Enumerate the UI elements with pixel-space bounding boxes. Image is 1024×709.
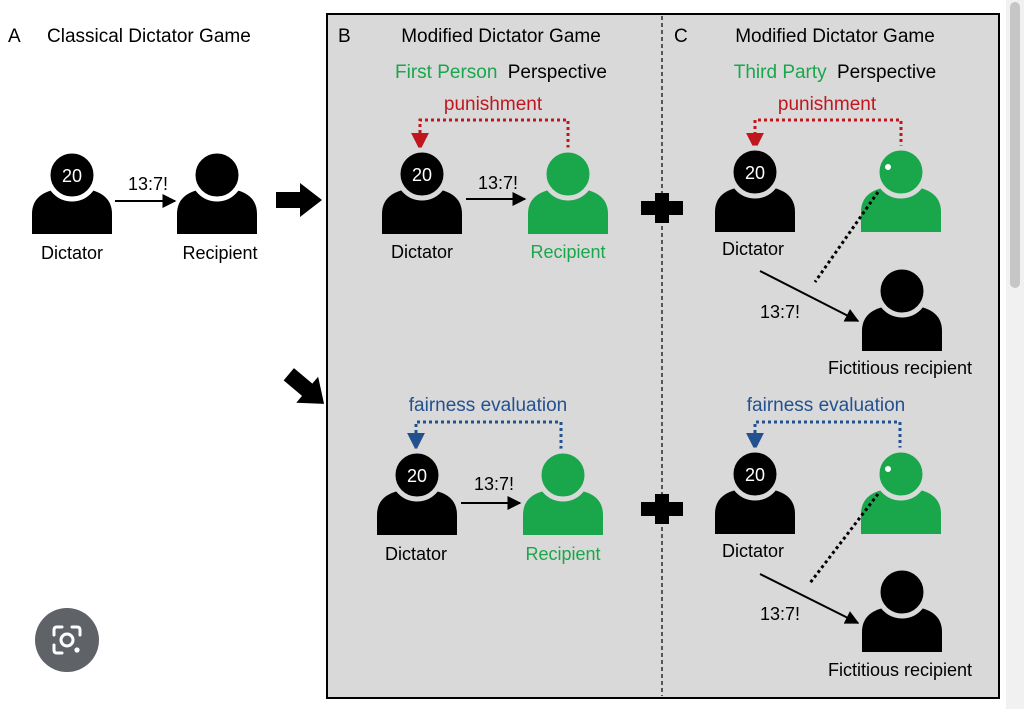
panel-c-bottom-fictitious-label: Fictitious recipient (828, 660, 972, 680)
panel-a-endowment: 20 (62, 166, 82, 186)
panel-b-top-dictator-label: Dictator (391, 242, 453, 262)
panel-c-fairness-arrow (746, 420, 902, 451)
panel-b-subtitle-black: Perspective (508, 62, 607, 83)
google-lens-button[interactable] (35, 608, 99, 672)
panel-a-title: Classical Dictator Game (47, 26, 251, 47)
panel-c-bottom-offer-arrow (759, 573, 860, 624)
panel-c-fairness-label: fairness evaluation (747, 395, 905, 416)
panel-b-subtitle-green: First Person (395, 62, 497, 83)
panel-b-top-endowment: 20 (412, 165, 432, 185)
panel-b-bottom-dictator-icon: 20 (377, 448, 457, 535)
panel-a-offer: 13:7! (128, 174, 168, 194)
panel-c-bottom-endowment: 20 (745, 465, 765, 485)
panel-a-recipient-label: Recipient (182, 243, 257, 263)
panel-b-punishment-arrow (411, 118, 570, 151)
panel-c-bottom-observer-gaze (808, 493, 880, 584)
panel-b-top-offer: 13:7! (478, 173, 518, 193)
panel-c-top-fictitious-recipient-icon (862, 264, 942, 351)
panel-b-top-recipient-label: Recipient (530, 242, 605, 262)
panel-c-bottom-dictator-icon: 20 (715, 447, 795, 534)
panel-c-top-observer-icon (861, 145, 941, 232)
panel-b-bottom-recipient-icon (523, 448, 603, 535)
panel-c-top-offer: 13:7! (760, 302, 800, 322)
panel-c-bottom-dictator-label: Dictator (722, 541, 784, 561)
panel-c-top-fictitious-label: Fictitious recipient (828, 358, 972, 378)
panel-c-top-dictator-label: Dictator (722, 239, 784, 259)
panel-c-subtitle-green: Third Party (734, 62, 827, 83)
panel-b-fairness-arrow (407, 420, 563, 451)
panel-c-title: Modified Dictator Game (735, 26, 935, 47)
panel-c-punishment-label: punishment (778, 94, 877, 115)
panel-b-title: Modified Dictator Game (401, 26, 601, 47)
panel-c-top-offer-arrow (759, 270, 860, 322)
plus-icon (641, 193, 683, 223)
panel-c-top-dictator-icon: 20 (715, 145, 795, 232)
panel-c-top-endowment: 20 (745, 163, 765, 183)
panel-a-dictator-icon: 20 (32, 148, 112, 234)
panel-b-bottom-dictator-label: Dictator (385, 544, 447, 564)
panel-c-bottom-observer-icon (861, 447, 941, 534)
panel-c-bottom-fictitious-recipient-icon (862, 565, 942, 652)
panel-b-bottom-recipient-label: Recipient (525, 544, 600, 564)
panel-c-subtitle-black: Perspective (837, 62, 936, 83)
panel-a-recipient-icon (177, 148, 257, 234)
plus-icon (641, 494, 683, 524)
panel-b-punishment-label: punishment (444, 94, 543, 115)
scrollbar-thumb[interactable] (1010, 2, 1020, 288)
panel-b-top-dictator-icon: 20 (382, 147, 462, 234)
panel-a-letter: A (8, 26, 21, 47)
panel-c-subtitle: Third Party Perspective (734, 62, 936, 83)
panel-b-bottom-offer: 13:7! (474, 474, 514, 494)
panel-b-top-recipient-icon (528, 147, 608, 234)
panel-b-fairness-label: fairness evaluation (409, 395, 567, 416)
panel-c-letter: C (674, 26, 688, 47)
arrow-down-right-icon (283, 368, 325, 404)
panel-b-bottom-endowment: 20 (407, 466, 427, 486)
panel-b-subtitle: First Person Perspective (395, 62, 607, 83)
google-lens-icon (52, 625, 82, 655)
arrow-right-icon (276, 183, 322, 217)
panel-b-letter: B (338, 26, 351, 47)
panel-c-punishment-arrow (746, 118, 903, 151)
panel-a-dictator-label: Dictator (41, 243, 103, 263)
panel-c-top-observer-gaze (813, 191, 880, 283)
panel-c-bottom-offer: 13:7! (760, 604, 800, 624)
